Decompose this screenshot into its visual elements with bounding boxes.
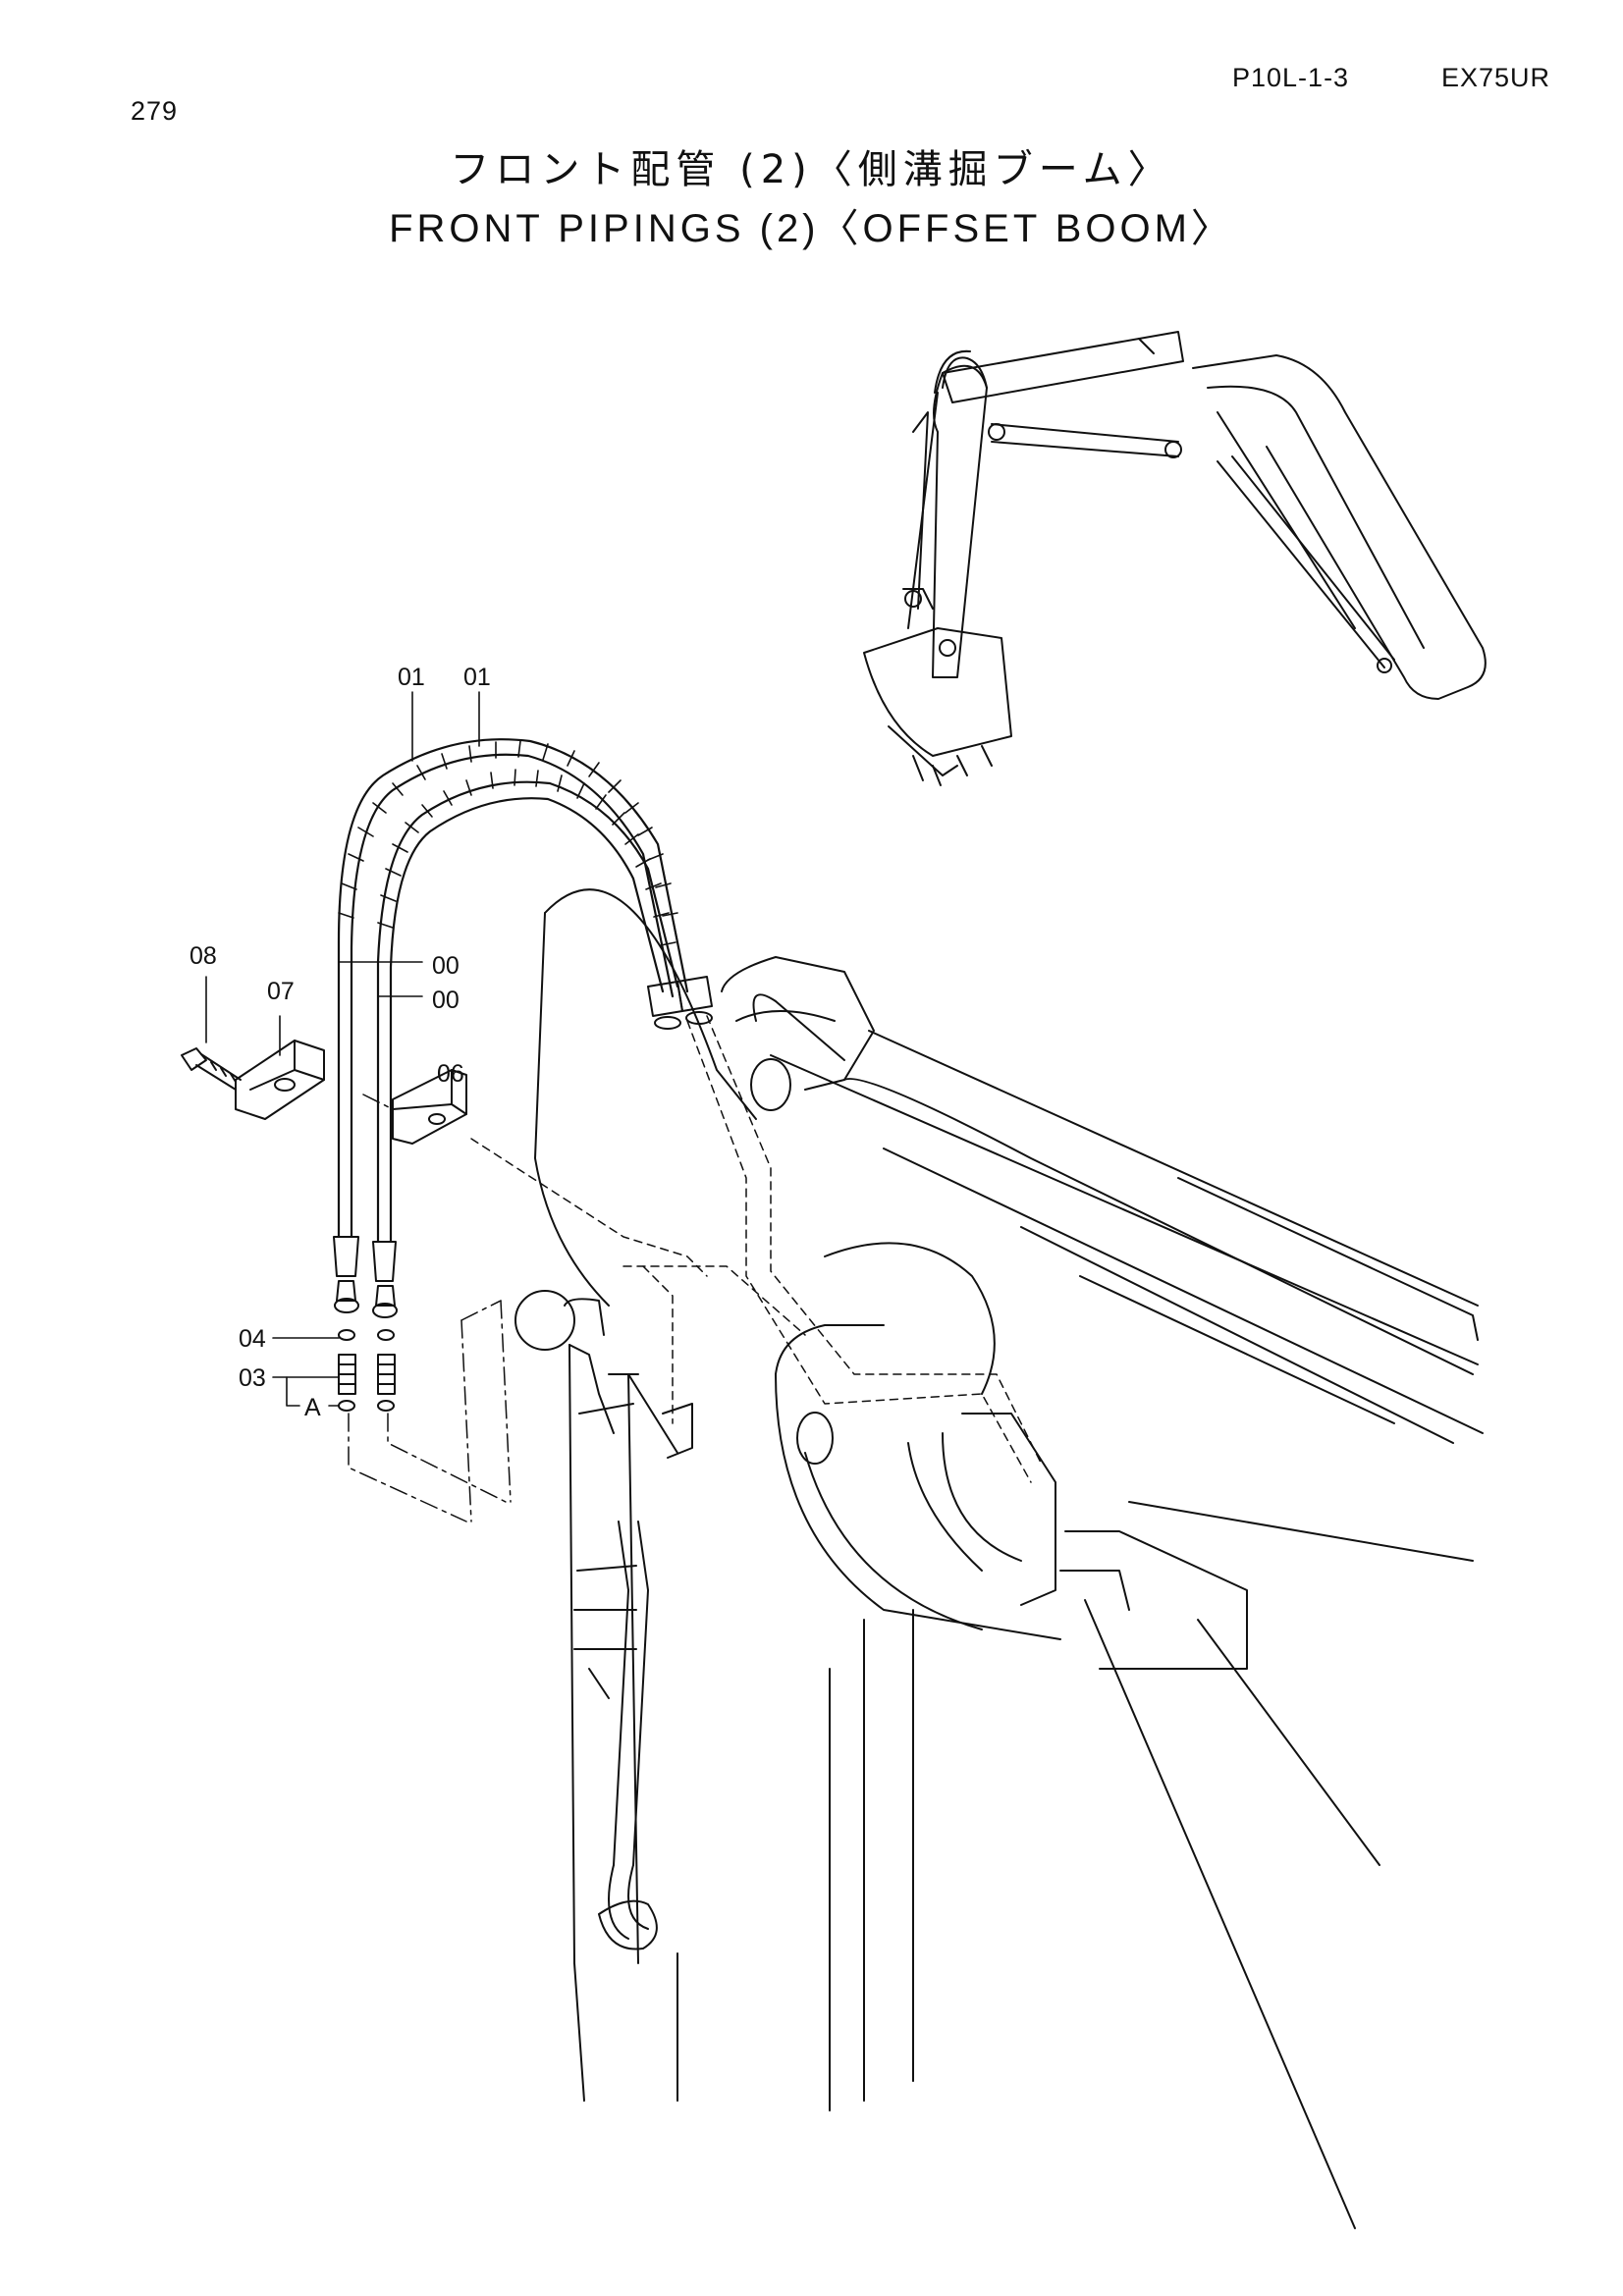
callout-07: 07 bbox=[267, 978, 295, 1005]
adapter-fittings bbox=[338, 1329, 396, 1412]
callout-00-a: 00 bbox=[432, 952, 460, 980]
assembly-lines-phantom bbox=[348, 1094, 512, 1522]
callout-04: 04 bbox=[239, 1325, 266, 1353]
callout-A: A bbox=[304, 1394, 321, 1421]
callout-labels: 01 01 00 00 08 07 06 04 03 A bbox=[189, 664, 491, 1421]
callout-01-a: 01 bbox=[398, 664, 425, 691]
model-code: EX75UR bbox=[1441, 63, 1551, 92]
callout-03: 03 bbox=[239, 1364, 266, 1392]
hose-assembly bbox=[333, 738, 713, 1318]
callout-00-b: 00 bbox=[432, 987, 460, 1014]
callout-08: 08 bbox=[189, 942, 217, 970]
callout-01-b: 01 bbox=[463, 664, 491, 691]
assembly-lines bbox=[470, 1015, 1042, 1483]
boom-structure bbox=[514, 888, 1484, 2229]
leader-lines bbox=[205, 691, 480, 1407]
title-english: FRONT PIPINGS (2)〈OFFSET BOOM〉 bbox=[389, 207, 1234, 250]
clamp-parts bbox=[181, 1040, 467, 1145]
callout-06: 06 bbox=[437, 1060, 464, 1088]
title-japanese: フロント配管 (2)〈側溝掘ブーム〉 bbox=[450, 147, 1173, 192]
section-code: P10L-1-3 bbox=[1232, 63, 1350, 92]
inset-excavator-front bbox=[863, 331, 1487, 786]
page-number: 279 bbox=[131, 96, 179, 126]
